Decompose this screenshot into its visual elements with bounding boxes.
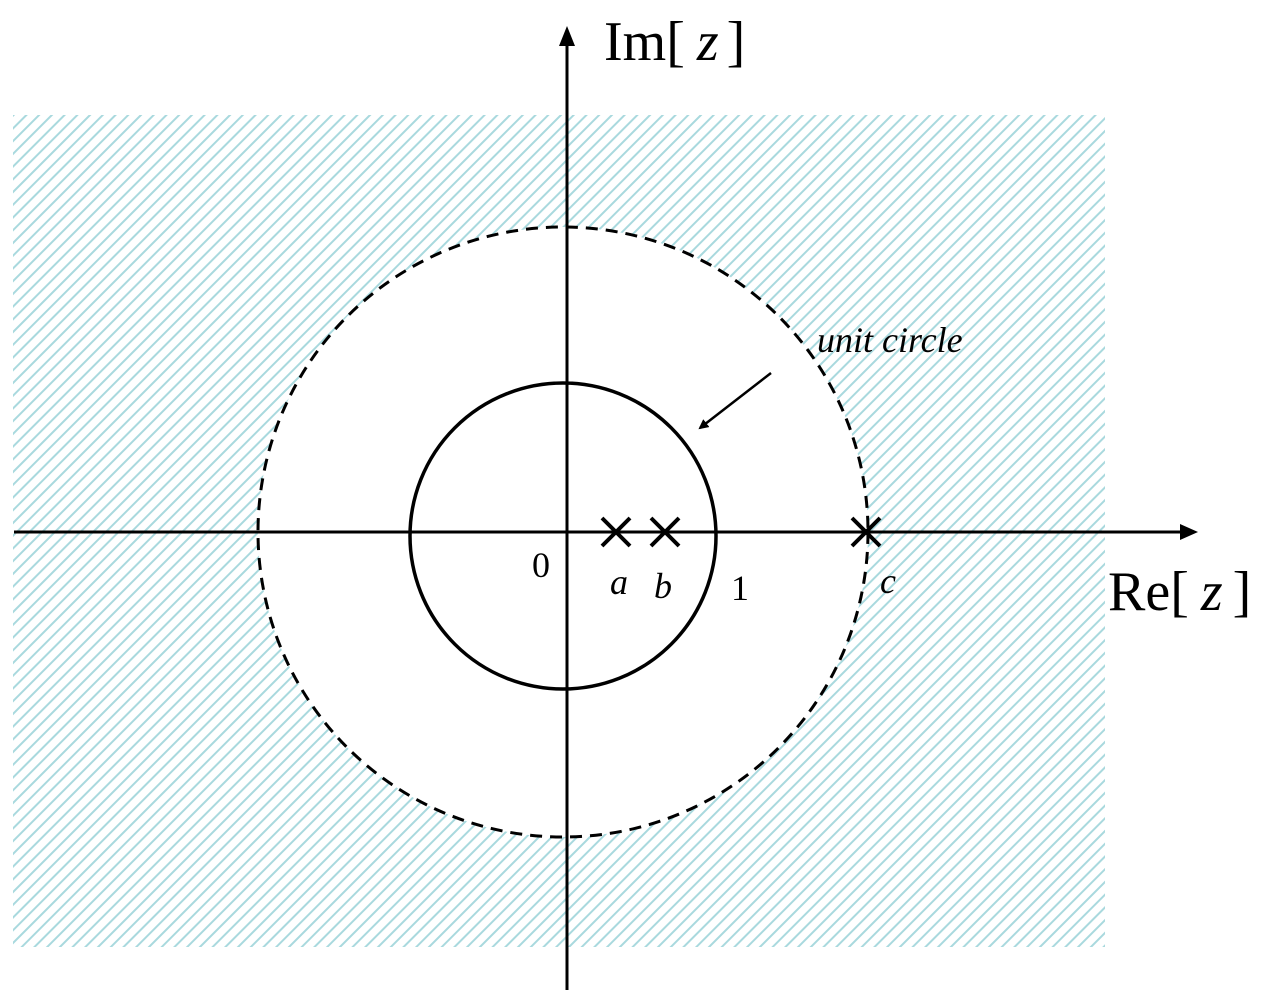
imag-axis-title: Im[z] — [604, 11, 745, 73]
unit-point-label: 1 — [731, 568, 749, 608]
pole-a-label: a — [610, 562, 628, 602]
real-axis-arrowhead — [1180, 524, 1198, 540]
pole-b-marker — [649, 516, 681, 548]
unit-circle-annotation: unit circle — [817, 320, 963, 360]
imag-axis-arrowhead — [559, 26, 575, 46]
pole-a-marker — [600, 516, 632, 548]
pole-b-label: b — [654, 566, 672, 606]
origin-label: 0 — [532, 545, 550, 585]
pole-c-label: c — [880, 561, 896, 601]
unit-circle — [408, 381, 718, 691]
real-axis-title: Re[z] — [1108, 561, 1251, 623]
unit-circle-pointer-arrow — [698, 372, 772, 430]
pole-c-marker — [850, 516, 882, 548]
